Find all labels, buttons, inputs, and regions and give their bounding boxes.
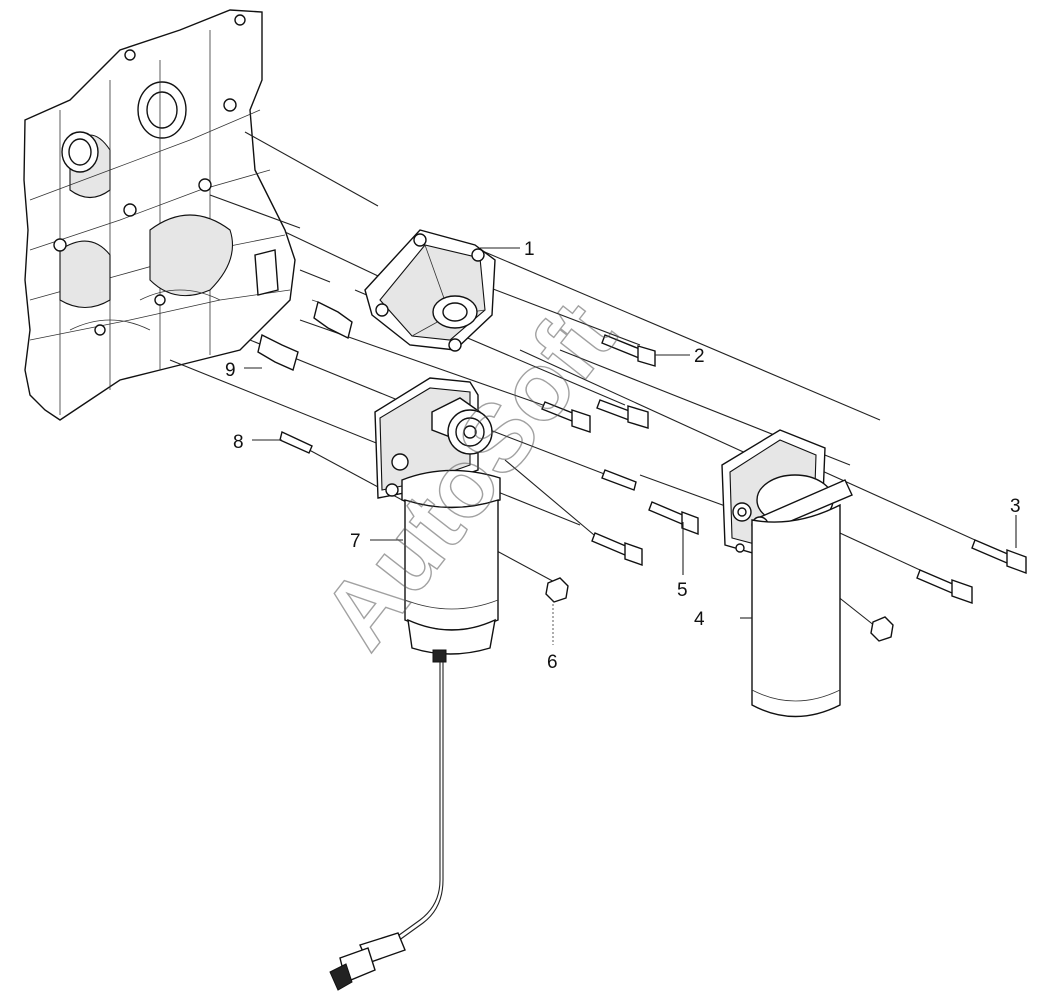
callout-9: 9 (225, 360, 236, 381)
bolts (541, 334, 1027, 642)
callout-7: 7 (350, 531, 361, 552)
bracket-plate (364, 229, 496, 352)
callout-1: 1 (524, 239, 535, 260)
leader-lines (244, 247, 1017, 645)
callout-4: 4 (694, 609, 705, 630)
fuel-filter-7 (374, 377, 501, 942)
callout-3: 3 (1010, 496, 1021, 517)
spacer-upper (311, 299, 353, 340)
oil-filter-4 (721, 429, 853, 718)
callout-2: 2 (694, 346, 705, 367)
callout-6: 6 (547, 652, 558, 673)
spacer-lower-9 (257, 333, 299, 371)
stud-8 (279, 431, 313, 454)
callout-5: 5 (677, 580, 688, 601)
callout-8: 8 (233, 432, 244, 453)
cable-connector (329, 932, 406, 991)
engine-block (23, 9, 296, 421)
